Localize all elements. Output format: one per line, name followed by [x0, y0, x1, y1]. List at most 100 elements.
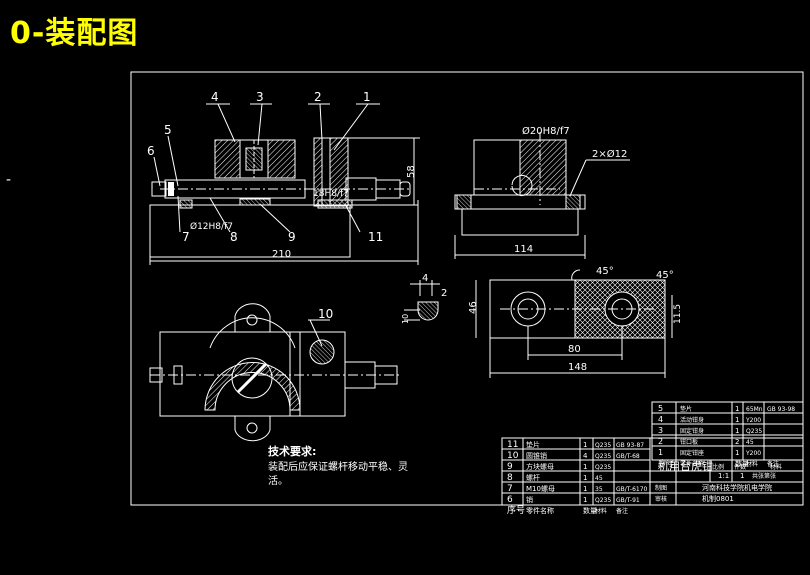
- callout-5: 5: [164, 123, 172, 137]
- bom-upper-qty: 1: [735, 427, 739, 435]
- callout-9: 9: [288, 230, 296, 244]
- fit-left: Ø12H8/f7: [190, 221, 233, 232]
- dim-hole: Ø20H8/f7: [522, 125, 570, 137]
- bom-lower-no: 10: [507, 451, 519, 461]
- bom-lower-note: 备注: [616, 507, 628, 515]
- qty-label: 件数: [734, 463, 746, 471]
- bom-upper-qty: 1: [735, 449, 739, 457]
- bom-lower-no: 序号: [507, 504, 525, 516]
- bom-lower-qty: 1: [583, 463, 587, 471]
- tech-req-heading: 技术要求:: [268, 444, 316, 458]
- bom-lower-qty: 1: [583, 474, 587, 482]
- callout-10: 10: [318, 307, 333, 321]
- callout-3: 3: [256, 90, 264, 104]
- bom-lower-name: M10螺母: [526, 484, 555, 493]
- bom-lower-name: 圆锥销: [526, 451, 547, 460]
- top-view: 10: [149, 303, 400, 442]
- bom-lower-no: 8: [507, 473, 513, 483]
- bom-lower-note: GB/T-68: [616, 453, 640, 460]
- bom-upper-material: Y200: [745, 417, 761, 424]
- bom-lower-material: Q235: [595, 464, 611, 471]
- bom-lower-note: GB/T-6170: [616, 486, 648, 493]
- bom-upper-no: 5: [658, 404, 663, 413]
- bom-lower-name: 零件名称: [526, 506, 554, 515]
- bom-lower-table: [501, 437, 804, 506]
- bom-lower-material: Q235: [595, 442, 611, 449]
- bom-upper-name: 钳口板: [680, 438, 698, 446]
- dim-right: 11.5: [673, 304, 683, 324]
- bom-upper-no: 2: [658, 437, 663, 446]
- callout-6: 6: [147, 144, 155, 158]
- dim-58: 58: [406, 165, 417, 178]
- bom-lower-name: 方块螺母: [526, 462, 554, 471]
- bom-upper-name: 活动钳身: [680, 416, 704, 424]
- dim-2: 2: [441, 288, 447, 299]
- scale-value: 1:1: [718, 472, 729, 480]
- bom-upper-qty: 1: [735, 416, 739, 424]
- bom-upper-no: 序号: [658, 458, 674, 468]
- bom-upper-qty: 1: [735, 405, 739, 413]
- checked-label: 审核: [655, 495, 667, 503]
- tech-req-line-2: 活。: [268, 475, 288, 487]
- dim-4: 4: [422, 273, 428, 284]
- bom-lower-material: 45: [595, 475, 603, 482]
- bom-lower-no: 6: [507, 495, 513, 505]
- bom-lower-no: 11: [507, 440, 518, 450]
- sheet-border: [130, 71, 804, 506]
- bom-upper-material: 45: [746, 439, 754, 446]
- side-marker: -: [6, 172, 12, 188]
- bom-upper-table: [651, 401, 804, 461]
- school-name: 河南科技学院机电学院: [702, 483, 772, 492]
- drawing-name: 机用台虎钳: [658, 459, 713, 473]
- bom-upper-name: 固定钳座: [680, 449, 704, 457]
- bom-lower-qty: 1: [583, 485, 587, 493]
- bom-upper-name: 垫片: [680, 405, 692, 413]
- bom-upper-name: 零件名称: [680, 460, 704, 468]
- side-view: Ø20H8/f7 2×Ø12 114: [454, 125, 630, 259]
- dim-210: 210: [272, 249, 291, 260]
- callout-2: 2: [314, 90, 322, 104]
- bom-upper-no: 3: [658, 426, 663, 435]
- bom-lower-material: Q235: [595, 453, 611, 460]
- bom-upper-material: 材料: [746, 460, 758, 468]
- bom-lower-qty: 4: [583, 452, 588, 460]
- dim-114: 114: [514, 244, 533, 255]
- bom-lower-note: GB 93-87: [616, 442, 644, 449]
- dim-46: 46: [468, 301, 479, 314]
- dim-148: 148: [568, 362, 587, 373]
- callout-7: 7: [182, 230, 190, 244]
- bom-upper-no: 1: [658, 448, 663, 457]
- bom-lower-name: 垫片: [526, 440, 540, 449]
- page-title: 0-装配图: [10, 16, 139, 51]
- bom-upper-material: 65Mn: [746, 406, 763, 413]
- bom-lower-qty: 数量: [583, 506, 597, 515]
- bom-upper-no: 4: [658, 415, 663, 424]
- bom-lower-name: 螺杆: [526, 473, 540, 482]
- sheet-label: 共张第张: [752, 472, 776, 480]
- bom-lower-material: Q235: [595, 497, 611, 504]
- tech-req-line-1: 装配后应保证螺杆移动平稳、灵: [268, 460, 408, 473]
- jaw-plate-view: 45° 45° 46 80 148 11.5: [468, 266, 683, 378]
- dim-2-holes: 2×Ø12: [592, 148, 627, 160]
- class-name: 机制0801: [702, 494, 734, 503]
- bom-upper-qty: 数量: [735, 459, 749, 468]
- bom-upper-material: Q235: [746, 428, 762, 435]
- qty-value: 1: [740, 472, 744, 480]
- bom-lower-qty: 1: [583, 441, 587, 449]
- bom-lower-material: 材料: [595, 507, 607, 515]
- angle-a: 45°: [596, 266, 614, 277]
- bom-lower-note: GB/T-91: [616, 497, 640, 504]
- fit-right: 18H8/f7: [313, 189, 349, 199]
- bom-lower-qty: 1: [583, 496, 587, 504]
- bom-upper-qty: 2: [735, 438, 739, 446]
- bom-upper-material: Y200: [745, 450, 761, 457]
- bom-lower-no: 7: [507, 484, 513, 494]
- bom-upper-name: 固定钳身: [680, 427, 704, 435]
- drawn-label: 制图: [655, 484, 667, 492]
- callout-1: 1: [363, 90, 371, 104]
- bom-lower-no: 9: [507, 462, 513, 472]
- bom-lower-name: 销: [526, 495, 533, 504]
